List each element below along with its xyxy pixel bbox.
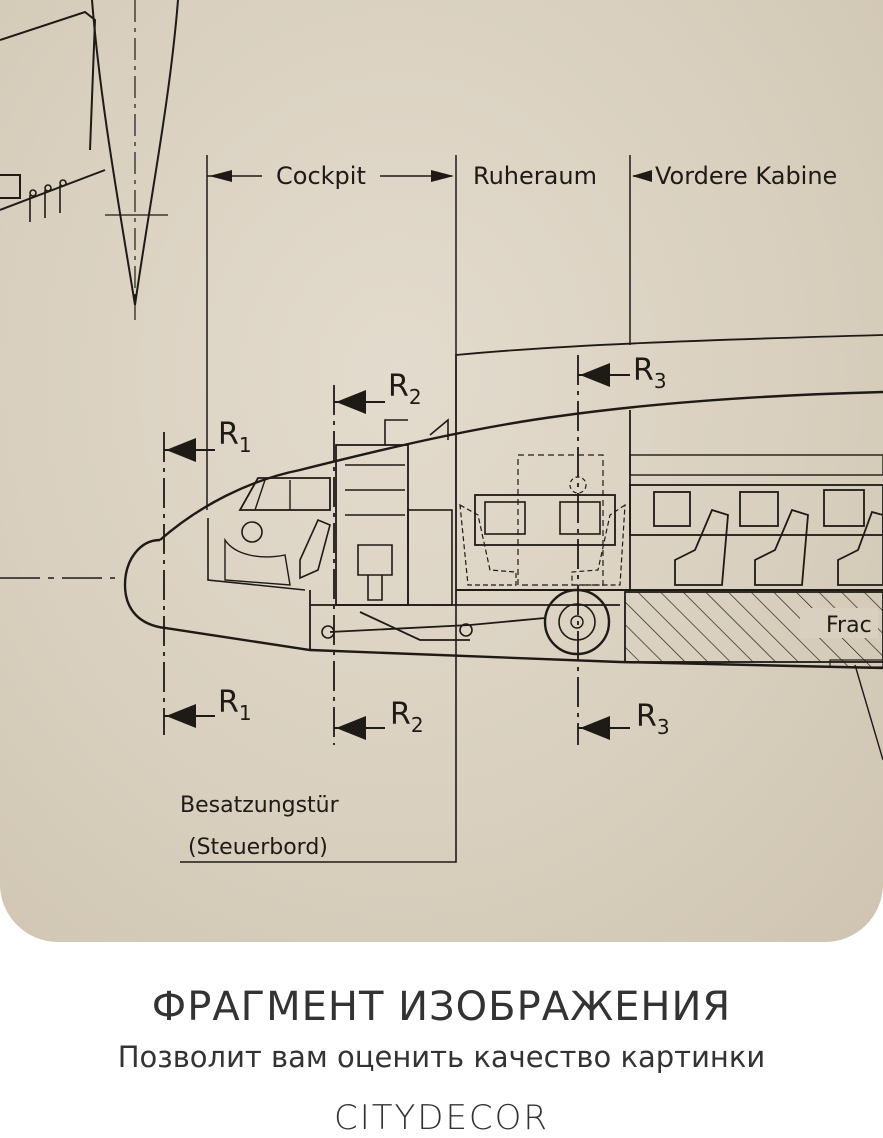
label-cockpit: Cockpit (276, 162, 366, 190)
label-vordere-kabine: Vordere Kabine (655, 162, 837, 190)
label-r3-top: R3 (633, 353, 667, 393)
brand-logo: CITYDECOR (333, 1098, 550, 1138)
landing-gear-strut (329, 611, 546, 641)
footer-subtitle: Позволит вам оценить качество картинки (117, 1040, 766, 1074)
antenna (384, 419, 408, 445)
engine-stub (0, 174, 21, 199)
cockpit-window (238, 477, 331, 511)
nose-wheel (543, 588, 611, 656)
hinge-marks (29, 179, 67, 222)
pilot-seat (299, 518, 331, 580)
label-r1-bottom: R1 (218, 685, 252, 725)
section-cut-lines (163, 355, 579, 745)
aircraft-blueprint: Cockpit Ruheraum Vordere Kabine R1 R2 R3… (0, 0, 883, 863)
label-ruheraum: Ruheraum (473, 162, 597, 190)
bunk-outline (517, 454, 604, 586)
label-r2-top: R2 (388, 369, 422, 409)
wing-lower-edge (0, 169, 106, 211)
passenger-seat (837, 510, 883, 586)
label-r2-bottom: R2 (390, 697, 424, 737)
label-door-line2: (Steuerbord) (188, 835, 328, 860)
rest-room-windows (474, 494, 616, 546)
dimension-arrowheads (209, 170, 652, 182)
control-wheel (241, 521, 263, 543)
footer-title: ФРАГМЕНТ ИЗОБРАЖЕНИЯ (151, 984, 732, 1030)
upper-fairing (455, 334, 883, 440)
passenger-seat (754, 508, 809, 586)
label-r1-top: R1 (218, 417, 252, 457)
passenger-seat (674, 508, 729, 586)
crew-seat (357, 544, 393, 601)
label-door-line1: Besatzungstür (180, 793, 340, 818)
cabin-trim (629, 454, 883, 476)
wing-edge (0, 10, 97, 151)
crew-bulkhead (335, 444, 409, 606)
label-r3-bottom: R3 (636, 699, 670, 739)
fuselage-roof (159, 390, 883, 541)
cabin-window-strip (629, 484, 883, 536)
crew-door (407, 509, 453, 606)
label-cargo: Frac (826, 613, 872, 638)
blueprint-card: Cockpit Ruheraum Vordere Kabine R1 R2 R3… (0, 0, 883, 942)
door-leader-line (180, 605, 457, 863)
